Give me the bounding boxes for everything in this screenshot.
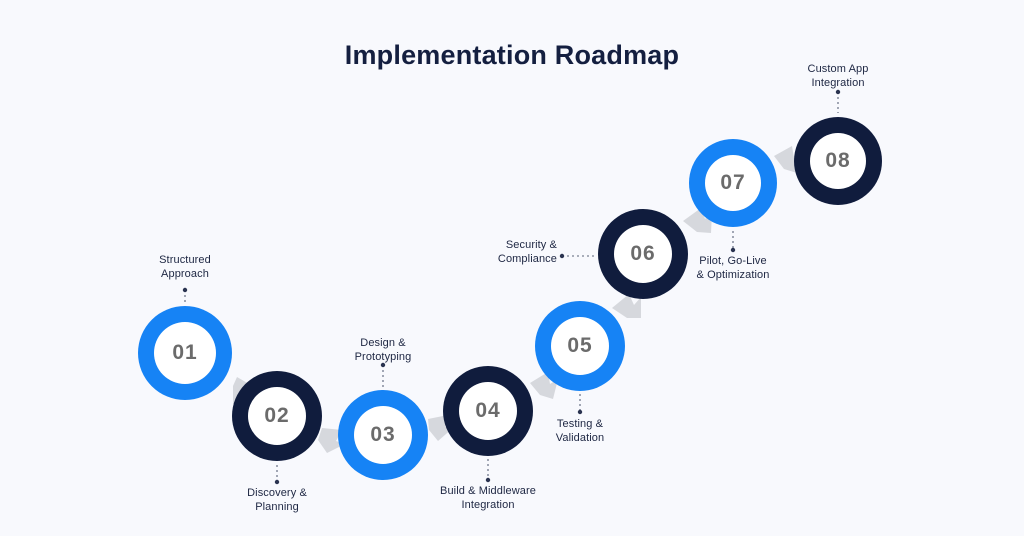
step-inner-06: 06	[614, 225, 672, 283]
step-label-02: Discovery & Planning	[247, 487, 307, 513]
step-label-06: Security & Compliance	[497, 239, 557, 265]
step-label-08: Custom App Integration	[807, 63, 869, 89]
page-title: Implementation Roadmap	[344, 40, 680, 70]
step-node-07[interactable]: 07	[689, 139, 777, 227]
step-inner-07: 07	[705, 155, 761, 211]
step-label-01: Structured Approach	[159, 254, 211, 280]
step-node-08[interactable]: 08	[794, 117, 882, 205]
step-node-01[interactable]: 01	[138, 306, 232, 400]
step-number-01: 01	[172, 341, 198, 364]
step-label-05: Testing & Validation	[555, 418, 605, 444]
step-inner-08: 08	[810, 133, 866, 189]
step-node-05[interactable]: 05	[535, 301, 625, 391]
step-number-05: 05	[567, 334, 593, 357]
step-inner-02: 02	[248, 387, 306, 445]
step-node-04[interactable]: 04	[443, 366, 533, 456]
step-label-07: Pilot, Go-Live & Optimization	[696, 255, 770, 281]
step-number-02: 02	[264, 404, 290, 427]
step-node-02[interactable]: 02	[232, 371, 322, 461]
step-node-03[interactable]: 03	[338, 390, 428, 480]
step-number-03: 03	[370, 423, 396, 446]
step-label-04: Build & Middleware Integration	[440, 485, 536, 511]
step-number-04: 04	[475, 399, 501, 422]
step-number-07: 07	[720, 171, 746, 194]
step-inner-03: 03	[354, 406, 412, 464]
step-inner-01: 01	[154, 322, 216, 384]
step-inner-04: 04	[459, 382, 517, 440]
step-number-06: 06	[630, 242, 656, 265]
step-label-03: Design & Prototyping	[354, 337, 412, 363]
step-node-06[interactable]: 06	[598, 209, 688, 299]
step-number-08: 08	[825, 149, 851, 172]
step-inner-05: 05	[551, 317, 609, 375]
